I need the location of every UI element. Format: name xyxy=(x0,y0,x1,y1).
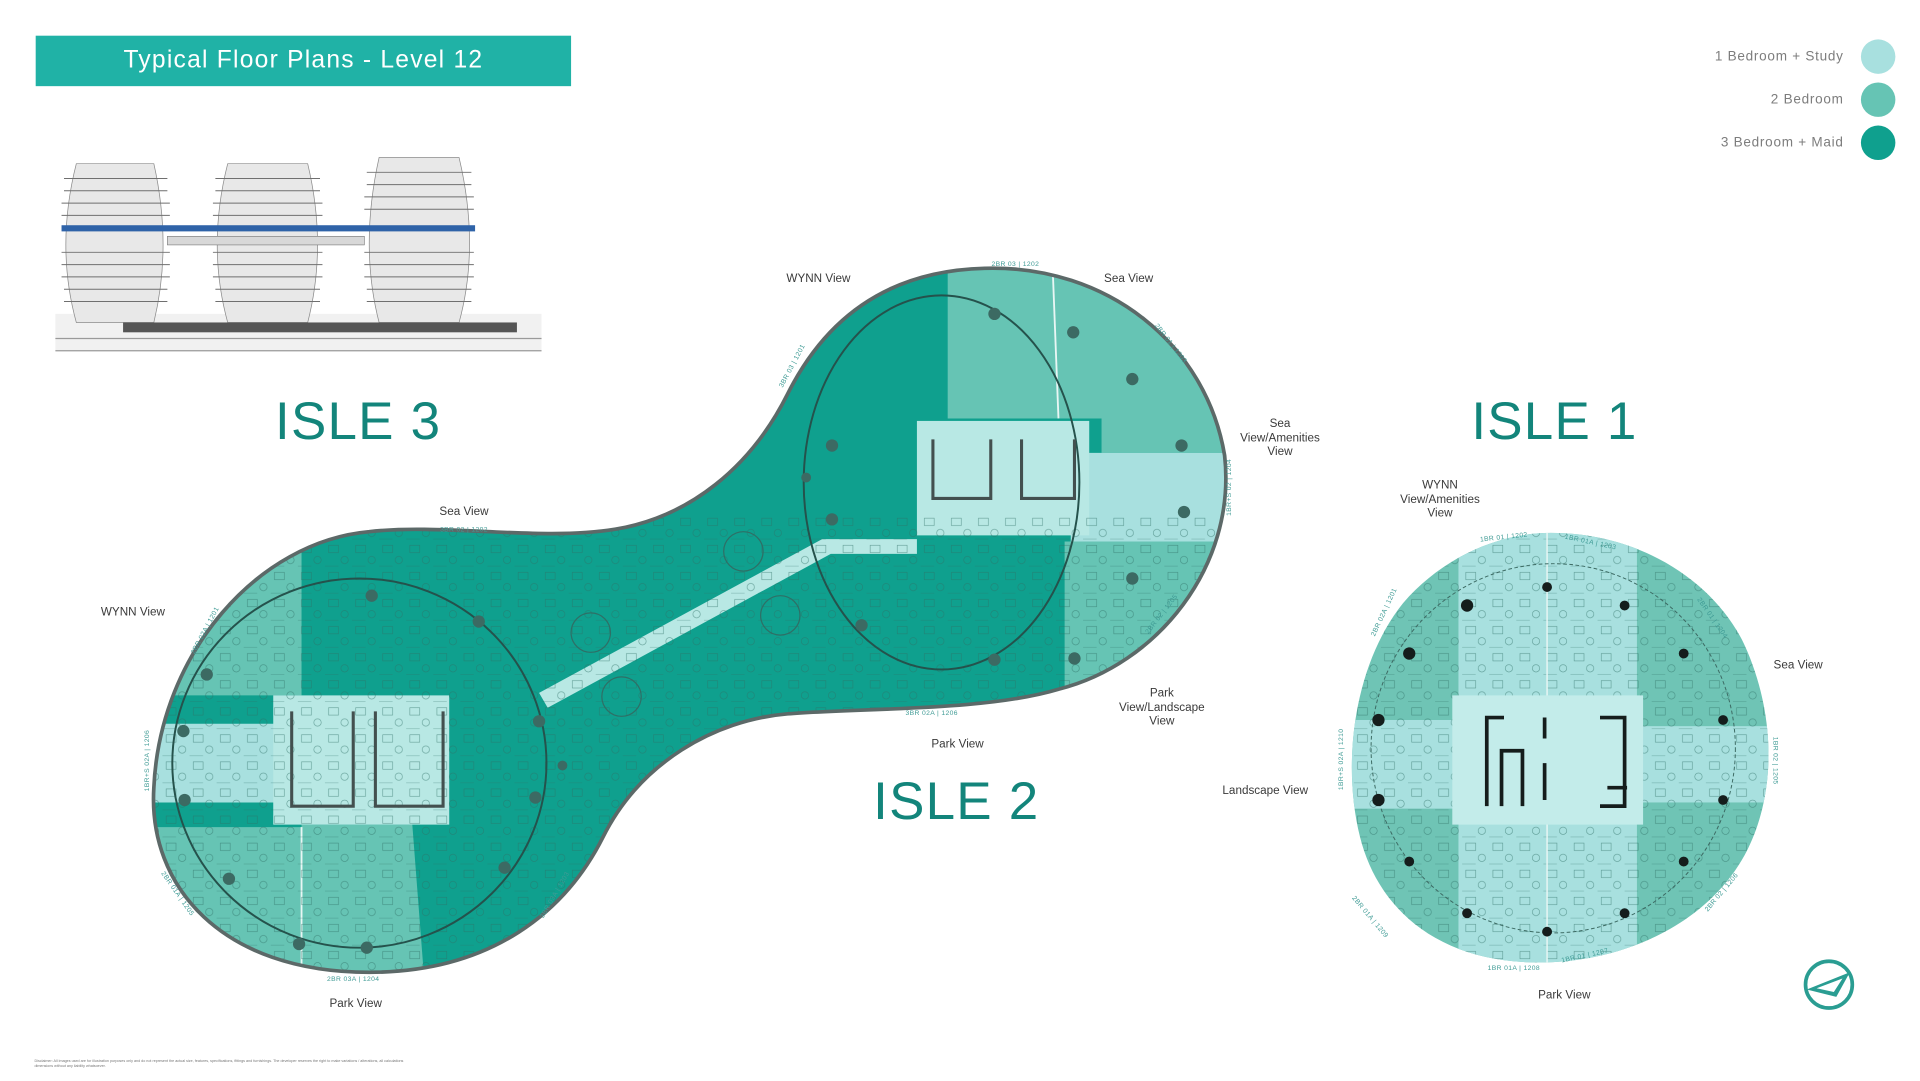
unit-label: 3BR 02A | 1206 xyxy=(906,710,958,717)
view-label: Park View xyxy=(1538,988,1591,1003)
unit-label: 2BR 03 | 1202 xyxy=(991,261,1039,268)
page-title: Typical Floor Plans - Level 12 xyxy=(35,35,572,87)
unit-label: 1BR+S 02A | 1210 xyxy=(1338,729,1345,791)
view-label: Sea View/Amenities View xyxy=(1240,416,1320,459)
legend-label: 3 Bedroom + Maid xyxy=(1720,134,1844,150)
unit-label: 1BR+S 02A | 1206 xyxy=(144,730,151,792)
unit-label: 1BR+S 02 | 1204 xyxy=(1226,459,1233,516)
level-12-highlight xyxy=(61,225,476,232)
legend-swatch xyxy=(1860,38,1896,74)
view-label: WYNN View xyxy=(100,605,165,620)
legend-item-1br-study: 1 Bedroom + Study xyxy=(1715,34,1896,77)
isle-1-label: ISLE 1 xyxy=(1471,391,1638,452)
unit-label: 1BR 01 | 1202 xyxy=(1480,532,1528,544)
legend-item-3br-maid: 3 Bedroom + Maid xyxy=(1715,121,1896,164)
view-label: WYNN View xyxy=(786,272,851,286)
unit-label: 2BR 03A | 1204 xyxy=(327,976,379,983)
view-label: WYNN View/Amenities View xyxy=(1400,478,1480,521)
view-label: Park View xyxy=(931,737,984,752)
isle-2-3-floor-plan: 2BR 03 | 1202 3BR 03 | 1201 2BR 01 | 120… xyxy=(144,261,1233,983)
legend-label: 2 Bedroom xyxy=(1770,91,1844,107)
view-label: Landscape View xyxy=(1222,784,1309,798)
view-label: Sea View xyxy=(1104,272,1154,286)
view-label: Sea View xyxy=(1773,658,1823,673)
unit-label: 2BR 01A | 1209 xyxy=(1350,895,1389,940)
legend-label: 1 Bedroom + Study xyxy=(1714,48,1844,64)
legend-swatch xyxy=(1860,124,1896,160)
unit-label: 1BR 02 | 1205 xyxy=(1772,737,1779,785)
unit-type-legend: 1 Bedroom + Study 2 Bedroom 3 Bedroom + … xyxy=(1715,34,1896,163)
isle-1-floor-plan: 1BR 01 | 1202 1BR 01A | 1203 2BR 02A | 1… xyxy=(1338,532,1779,972)
view-label: Park View/Landscape View xyxy=(1119,686,1205,729)
legend-item-2br: 2 Bedroom xyxy=(1715,78,1896,121)
legend-swatch xyxy=(1860,81,1896,117)
north-compass-icon xyxy=(1803,959,1855,1010)
building-elevation xyxy=(55,157,542,352)
unit-label: 3BR 02 | 1202 xyxy=(440,527,488,534)
view-label: Sea View xyxy=(439,504,489,519)
isle-3-label: ISLE 3 xyxy=(275,391,442,452)
isle-2-label: ISLE 2 xyxy=(873,772,1040,832)
disclaimer-text: Disclaimer: All images used are for illu… xyxy=(34,1058,404,1069)
unit-label: 1BR 01A | 1208 xyxy=(1488,965,1540,972)
view-label: Park View xyxy=(329,997,382,1011)
